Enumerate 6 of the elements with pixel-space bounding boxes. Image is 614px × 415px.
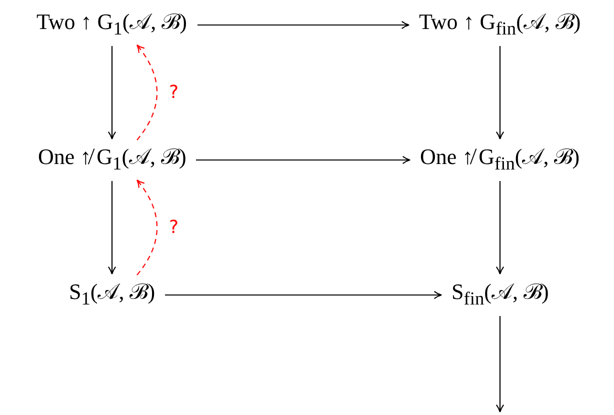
math-expression: S$_{fin}$(𝒜, ℬ) — [452, 278, 549, 310]
math-expression: Two ↑ G$_{fin}$(𝒜, ℬ) — [419, 8, 581, 40]
math-expression: S$_{1}$(𝒜, ℬ) — [69, 278, 156, 310]
math-expression: Two ↑ G$_{1}$(𝒜, ℬ) — [36, 8, 188, 40]
math-expression: One ↑̸ G$_{1}$(𝒜, ℬ) — [38, 143, 186, 176]
math-expression: One ↑̸ G$_{fin}$(𝒜, ℬ) — [420, 143, 580, 176]
